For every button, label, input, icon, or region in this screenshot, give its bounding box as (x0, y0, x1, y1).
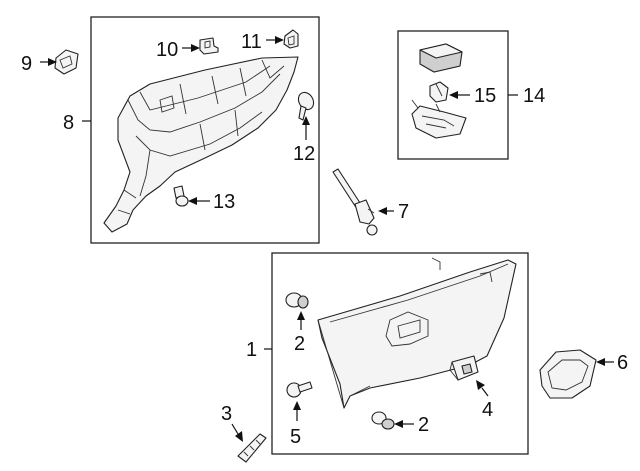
callout-4: 4 (482, 399, 493, 421)
bulb-part-15 (429, 81, 449, 103)
bolt-part-13 (173, 185, 189, 207)
callout-12: 12 (293, 143, 315, 165)
callout-8: 8 (63, 112, 74, 134)
lamp-assembly-part-14 (411, 43, 467, 139)
callout-15: 15 (474, 85, 496, 107)
glove-box-door-part-1 (317, 257, 517, 409)
callout-3: 3 (221, 403, 232, 425)
latch-part-12 (297, 91, 315, 121)
stud-part-3 (237, 433, 267, 463)
callout-7: 7 (398, 201, 409, 223)
callout-1: 1 (246, 339, 257, 361)
screw-part-2-upper (285, 292, 309, 309)
damper-part-7 (332, 168, 378, 236)
glove-box-door-group-frame (271, 252, 529, 455)
striker-part-4 (449, 355, 479, 381)
tray-part-6 (539, 349, 597, 399)
screw-part-2-lower (371, 411, 395, 430)
glove-box-housing-part (103, 56, 299, 233)
callout-14: 14 (523, 85, 545, 107)
glove-box-housing-group-frame (90, 16, 320, 244)
callout-2-lower: 2 (418, 414, 429, 436)
clip-part-10 (199, 37, 219, 55)
callout-10: 10 (156, 39, 178, 61)
callout-9: 9 (21, 53, 32, 75)
retainer-part-11 (283, 29, 299, 49)
screw-part-5 (286, 381, 313, 398)
callout-leaders (40, 36, 614, 442)
callout-11: 11 (241, 31, 262, 53)
callout-labels: 9 8 10 11 12 13 7 14 15 1 2 2 5 4 6 3 (21, 31, 628, 448)
callout-5: 5 (290, 426, 301, 448)
clip-part-9 (54, 49, 79, 75)
callout-2-upper: 2 (294, 333, 305, 355)
callout-6: 6 (617, 352, 628, 374)
callout-13: 13 (213, 191, 235, 213)
